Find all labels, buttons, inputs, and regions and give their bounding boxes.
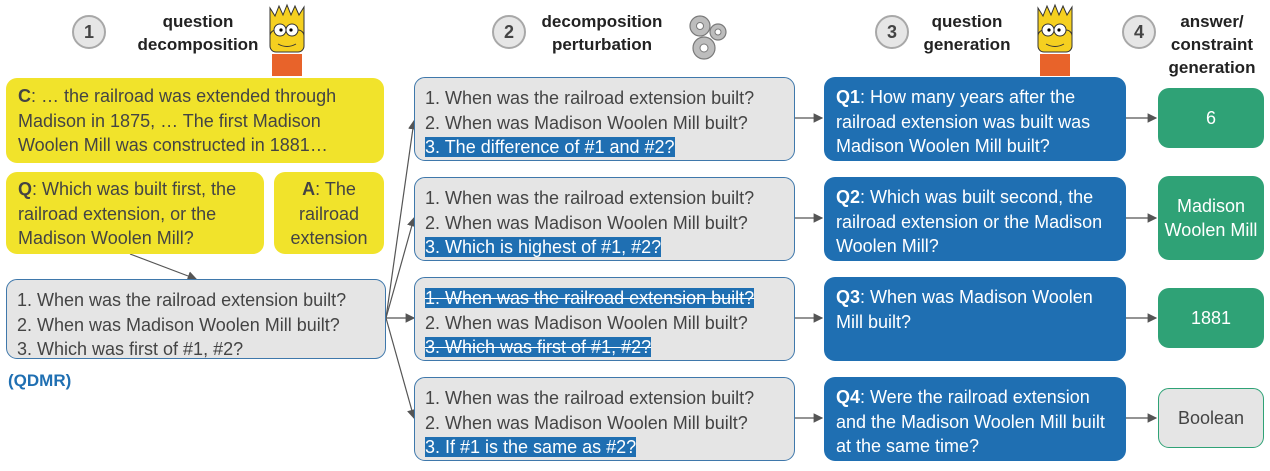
step-number-4: 4 (1122, 15, 1156, 49)
question-label: Q (18, 179, 33, 199)
qdmr-step-1: 1. When was the railroad extension built… (17, 290, 347, 310)
qdmr-label: (QDMR) (8, 371, 72, 390)
step-number-1: 1 (72, 15, 106, 49)
question-text: : Which was built first, the railroad ex… (18, 179, 237, 248)
answer-box-2: Madison Woolen Mill (1158, 176, 1264, 260)
perturbation-3-line-2: 2. When was Madison Woolen Mill built? (425, 312, 748, 333)
q3-label: Q3 (836, 287, 861, 307)
answer-box: A: The railroad extension (274, 172, 384, 254)
step-title-1: question decomposition (137, 12, 259, 54)
question-box: Q: Which was built first, the railroad e… (6, 172, 264, 254)
step-title-3: question generation (923, 12, 1011, 54)
arrow-qdmr-to-p4 (385, 317, 417, 420)
perturbation-1-line-3: 3. The difference of #1 and #2? (425, 137, 675, 157)
arrow-qdmr-to-p2 (385, 216, 417, 319)
context-text: : … the railroad was extended through Ma… (18, 86, 337, 155)
perturbation-2-line-3: 3. Which is highest of #1, #2? (425, 237, 662, 257)
generated-question-4: Q4: Were the railroad extension and the … (824, 377, 1126, 461)
qdmr-step-3: 3. Which was first of #1, #2? (17, 339, 244, 359)
gears-icon (689, 15, 727, 60)
generated-question-1: Q1: How many years after the railroad ex… (824, 77, 1126, 161)
perturbation-4-line-3: 3. If #1 is the same as #2? (425, 437, 637, 457)
perturbation-4-line-1: 1. When was the railroad extension built… (425, 388, 755, 408)
perturbation-3-line-1: 1. When was the railroad extension built… (425, 288, 755, 308)
q4-text: : Were the railroad extension and the Ma… (836, 387, 1105, 456)
perturbation-4-line-2: 2. When was Madison Woolen Mill built? (425, 412, 748, 433)
q2-label: Q2 (836, 187, 861, 207)
qdmr-box: 1. When was the railroad extension built… (6, 279, 386, 359)
answer-label: A (302, 179, 316, 199)
q4-label: Q4 (836, 387, 861, 407)
perturbation-3-line-3: 3. Which was first of #1, #2? (425, 337, 652, 357)
step-title-4: answer/ constraint generation (1168, 12, 1256, 77)
q1-text: : How many years after the railroad exte… (836, 87, 1091, 156)
perturbation-box-1: 1. When was the railroad extension built… (414, 77, 795, 161)
cartoon-character-icon (269, 3, 305, 76)
perturbation-box-2: 1. When was the railroad extension built… (414, 177, 795, 261)
perturbation-1-line-2: 2. When was Madison Woolen Mill built? (425, 112, 748, 133)
perturbation-2-line-2: 2. When was Madison Woolen Mill built? (425, 212, 748, 233)
perturbation-1-line-1: 1. When was the railroad extension built… (425, 88, 755, 108)
q1-label: Q1 (836, 87, 861, 107)
step-number-2: 2 (492, 15, 526, 49)
perturbation-2-line-1: 1. When was the railroad extension built… (425, 188, 755, 208)
qdmr-step-2: 2. When was Madison Woolen Mill built? (17, 314, 340, 335)
generated-question-3: Q3: When was Madison Woolen Mill built? (824, 277, 1126, 361)
arrow-qdmr-to-p1 (385, 119, 418, 319)
step-number-3: 3 (875, 15, 909, 49)
q2-text: : Which was built second, the railroad e… (836, 187, 1103, 256)
generated-question-2: Q2: Which was built second, the railroad… (824, 177, 1126, 261)
context-label: C (18, 86, 31, 106)
answer-text: : The railroad extension (290, 179, 368, 248)
answer-box-1: 6 (1158, 88, 1264, 148)
answer-box-3: 1881 (1158, 288, 1264, 348)
perturbation-box-4: 1. When was the railroad extension built… (414, 377, 795, 461)
answer-box-4: Boolean (1158, 388, 1264, 448)
q3-text: : When was Madison Woolen Mill built? (836, 287, 1093, 332)
perturbation-box-3: 1. When was the railroad extension built… (414, 277, 795, 361)
context-box: C: … the railroad was extended through M… (6, 78, 384, 163)
step-title-2: decomposition perturbation (541, 12, 663, 54)
cartoon-character-icon-2 (1037, 3, 1073, 76)
arrow-question-to-qdmr (129, 253, 198, 281)
